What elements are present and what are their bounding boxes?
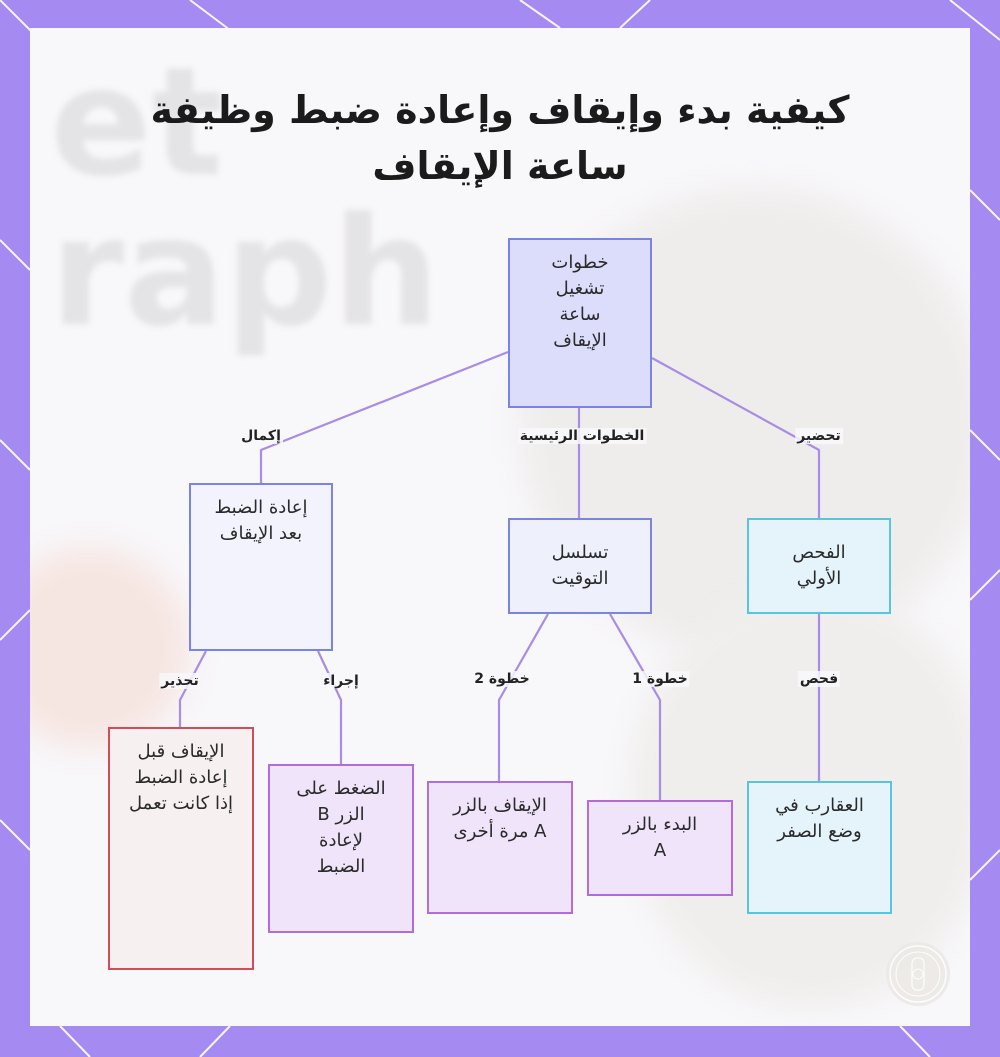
content-card: et raph xyxy=(30,28,970,1026)
edge-reset-to-stop-before xyxy=(178,650,207,727)
node-stop-a-again: الإيقاف بالزر A مرة أخرى xyxy=(427,781,573,914)
node-press-b-reset: الضغط على الزر B لإعادة الضبط xyxy=(268,764,414,933)
node-stop-a-again-text: الإيقاف بالزر A مرة أخرى xyxy=(453,795,547,842)
node-reset-after-stop: إعادة الضبط بعد الإيقاف xyxy=(189,483,333,651)
node-stop-before-reset-text: الإيقاف قبل إعادة الضبط إذا كانت تعمل xyxy=(129,741,233,814)
edge-label-preparation: تحضير xyxy=(795,428,843,444)
background-color-blur xyxy=(30,548,190,748)
node-timing-sequence-text: تسلسل التوقيت xyxy=(551,542,609,589)
edge-timing-to-stop-a xyxy=(497,613,549,781)
edge-reset-to-press-b xyxy=(317,650,343,764)
node-root-text: خطوات تشغيل ساعة الإيقاف xyxy=(551,252,609,351)
edge-label-warning: تحذير xyxy=(159,673,201,689)
edge-label-procedure: إجراء xyxy=(321,673,361,689)
node-stop-before-reset: الإيقاف قبل إعادة الضبط إذا كانت تعمل xyxy=(108,727,254,970)
edge-root-to-check xyxy=(651,357,821,518)
node-start-a-text: البدء بالزر A xyxy=(622,814,698,861)
page-title: كيفية بدء وإيقاف وإعادة ضبط وظيفة ساعة ا… xyxy=(150,88,850,188)
edge-root-to-reset xyxy=(259,350,509,483)
node-press-b-reset-text: الضغط على الزر B لإعادة الضبط xyxy=(296,778,386,877)
edge-label-completion: إكمال xyxy=(239,428,283,444)
watch-seal-icon xyxy=(886,942,950,1006)
node-hands-zero: العقارب في وضع الصفر xyxy=(747,781,892,914)
edge-label-step-2: خطوة 2 xyxy=(472,671,532,687)
edge-timing-to-start-a xyxy=(609,613,662,800)
node-start-a: البدء بالزر A xyxy=(587,800,733,896)
edge-label-check: فحص xyxy=(797,671,841,687)
node-root: خطوات تشغيل ساعة الإيقاف xyxy=(508,238,652,408)
node-initial-check-text: الفحص الأولي xyxy=(792,542,846,589)
node-timing-sequence: تسلسل التوقيت xyxy=(508,518,652,614)
edge-label-main-steps: الخطوات الرئيسية xyxy=(517,428,647,444)
background-watermark-text-2: raph xyxy=(50,186,440,360)
node-reset-after-stop-text: إعادة الضبط بعد الإيقاف xyxy=(214,497,308,544)
node-initial-check: الفحص الأولي xyxy=(747,518,891,614)
node-hands-zero-text: العقارب في وضع الصفر xyxy=(775,795,864,842)
edge-label-step-1: خطوة 1 xyxy=(630,671,690,687)
background-watermark-text-1: et xyxy=(50,36,224,210)
